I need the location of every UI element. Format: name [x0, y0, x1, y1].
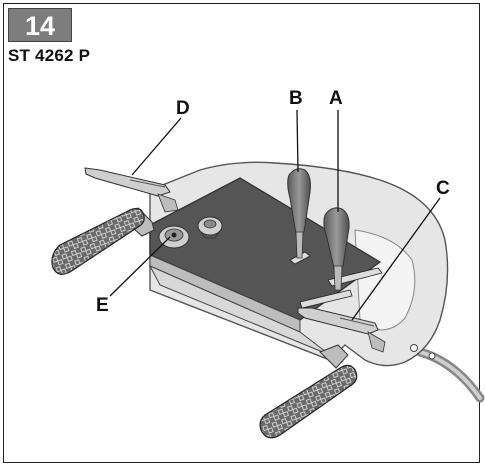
figure-number-badge: 14 — [8, 8, 72, 42]
knob[interactable] — [197, 216, 223, 239]
label-c: C — [436, 178, 450, 199]
lever-d[interactable] — [84, 167, 179, 213]
lever-c[interactable] — [297, 307, 386, 353]
lever-b[interactable] — [287, 168, 311, 259]
label-e: E — [96, 295, 109, 316]
cable — [415, 347, 485, 403]
callout-lines — [109, 109, 441, 321]
right-handle-grip[interactable] — [259, 344, 358, 439]
model-label: ST 4262 P — [8, 46, 91, 65]
control-plate — [149, 177, 382, 321]
left-handle-grip[interactable] — [51, 207, 155, 275]
label-d: D — [176, 98, 190, 119]
label-b: B — [289, 88, 303, 109]
dial-e[interactable] — [158, 225, 190, 249]
label-a: A — [329, 88, 343, 109]
lever-a[interactable] — [323, 207, 350, 291]
